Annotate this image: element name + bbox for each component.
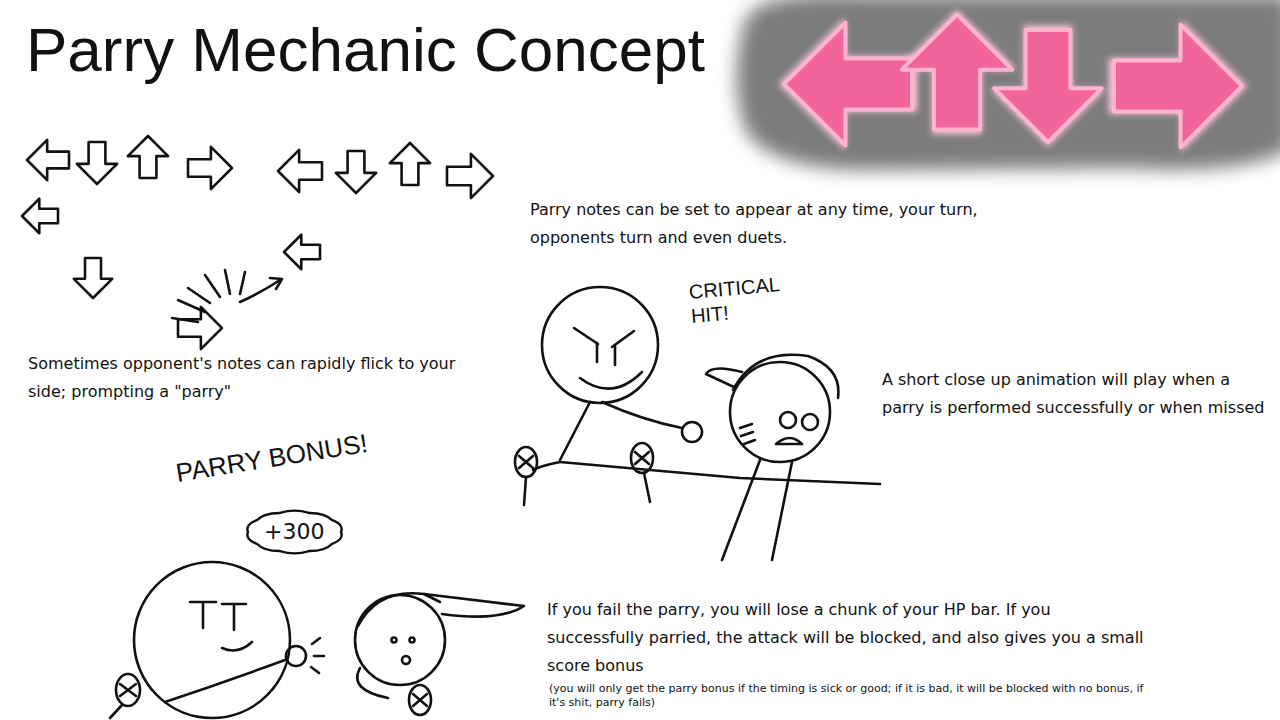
sketch-stroke bbox=[222, 604, 246, 630]
critical-hit-scene bbox=[515, 287, 880, 560]
note-arrow bbox=[128, 136, 168, 178]
title-box: Parry Mechanic Concept bbox=[26, 10, 705, 90]
pink-arrow bbox=[1114, 25, 1242, 148]
note-arrow bbox=[284, 235, 320, 270]
label-box: Sometimes opponent's notes can rapidly f… bbox=[28, 350, 478, 406]
note-text: Sometimes opponent's notes can rapidly f… bbox=[28, 350, 478, 406]
note-text: If you fail the parry, you will lose a c… bbox=[547, 596, 1147, 680]
sketch-stroke bbox=[116, 674, 140, 706]
label-box: Parry notes can be set to appear at any … bbox=[530, 196, 985, 252]
sketch-stroke bbox=[706, 368, 742, 388]
motion-lines bbox=[172, 270, 282, 322]
gray-smudge bbox=[737, 0, 1280, 170]
sketch-stroke bbox=[205, 275, 220, 297]
sketch-stroke bbox=[110, 705, 122, 718]
note-text: (you will only get the parry bonus if th… bbox=[549, 682, 1149, 710]
score-bubble: +300 bbox=[246, 510, 343, 554]
sketch-stroke bbox=[574, 328, 598, 344]
bonus-value: +300 bbox=[246, 510, 343, 554]
sketch-stroke bbox=[602, 402, 682, 428]
sketch-stroke bbox=[355, 595, 445, 685]
note-arrow bbox=[27, 140, 69, 180]
sketch-stroke bbox=[560, 402, 590, 460]
sketch-stroke bbox=[240, 280, 280, 302]
sketch-stroke bbox=[580, 372, 642, 389]
sketch-stroke bbox=[730, 362, 830, 462]
label-box: If you fail the parry, you will lose a c… bbox=[547, 596, 1147, 680]
note-arrow bbox=[390, 143, 430, 185]
sketch-stroke bbox=[172, 318, 198, 322]
parry-scene bbox=[110, 562, 524, 718]
sketch-stroke bbox=[410, 638, 415, 643]
sketch-stroke bbox=[270, 278, 282, 289]
sketch-stroke bbox=[596, 343, 599, 362]
label-box: CRITICAL HIT! bbox=[688, 270, 810, 328]
note-arrow bbox=[74, 258, 112, 298]
pink-arrow bbox=[784, 23, 912, 146]
note-text: Parry notes can be set to appear at any … bbox=[530, 196, 985, 252]
sketch-stroke bbox=[644, 473, 650, 502]
note-text: A short close up animation will play whe… bbox=[882, 366, 1272, 422]
sketch-stroke bbox=[311, 638, 324, 673]
sketch-stroke bbox=[120, 684, 136, 696]
sketch-stroke bbox=[614, 346, 617, 365]
sketch-stroke bbox=[357, 668, 388, 698]
sketch-stroke bbox=[772, 462, 792, 560]
sketch-stroke bbox=[635, 452, 649, 464]
note-text: CRITICAL HIT! bbox=[688, 270, 810, 328]
sketch-stroke bbox=[802, 414, 818, 430]
label-box: (you will only get the parry bonus if th… bbox=[549, 682, 1149, 710]
sketch-stroke bbox=[524, 477, 526, 505]
sketch-stroke bbox=[560, 462, 880, 484]
sketch-stroke bbox=[722, 460, 760, 560]
sketch-stroke bbox=[358, 593, 440, 626]
note-arrow bbox=[188, 147, 232, 189]
outline-arrow-notes bbox=[22, 136, 493, 349]
sketch-stroke bbox=[740, 424, 755, 444]
sketch-stroke bbox=[780, 412, 796, 428]
sketch-stroke bbox=[225, 270, 230, 294]
sketch-stroke bbox=[240, 272, 245, 294]
note-arrow bbox=[336, 151, 376, 193]
note-arrow bbox=[278, 150, 322, 192]
note-arrow bbox=[22, 199, 58, 234]
sketch-stroke bbox=[402, 656, 410, 664]
arrow-glow bbox=[897, 10, 1016, 134]
sketch-stroke bbox=[682, 422, 702, 442]
sketch-stroke bbox=[286, 646, 306, 666]
sketch-stroke bbox=[165, 660, 285, 702]
sketch-stroke bbox=[413, 694, 427, 706]
sketch-stroke bbox=[519, 456, 533, 468]
note-arrow bbox=[77, 142, 117, 184]
sketch-stroke bbox=[631, 443, 653, 473]
arrow-glow bbox=[990, 26, 1106, 147]
note-text: PARRY BONUS! bbox=[174, 421, 416, 488]
arrow-glow bbox=[779, 18, 917, 151]
sketch-stroke bbox=[515, 447, 537, 477]
sketch-stroke bbox=[188, 288, 210, 303]
sketch-stroke bbox=[733, 355, 838, 398]
sketch-stroke bbox=[776, 438, 802, 444]
arrow-glow bbox=[1109, 20, 1247, 153]
sketch-stroke bbox=[178, 300, 205, 312]
title: Parry Mechanic Concept bbox=[26, 10, 705, 90]
sketch-stroke bbox=[409, 685, 431, 715]
pink-arrow bbox=[994, 30, 1102, 142]
sketch-stroke bbox=[424, 594, 524, 617]
label-box: PARRY BONUS! bbox=[174, 421, 416, 488]
sketch-stroke bbox=[542, 287, 658, 403]
sketch-stroke bbox=[612, 331, 634, 347]
note-arrow bbox=[178, 307, 222, 349]
pink-arrow bbox=[902, 15, 1012, 130]
label-box: A short close up animation will play whe… bbox=[882, 366, 1272, 422]
sketch-stroke bbox=[222, 642, 252, 650]
sketch-stroke bbox=[190, 602, 216, 628]
pink-arrow-strumline bbox=[779, 10, 1247, 152]
note-arrow bbox=[447, 154, 493, 198]
sketch-stroke bbox=[392, 638, 397, 643]
sketch-stroke bbox=[134, 562, 290, 718]
